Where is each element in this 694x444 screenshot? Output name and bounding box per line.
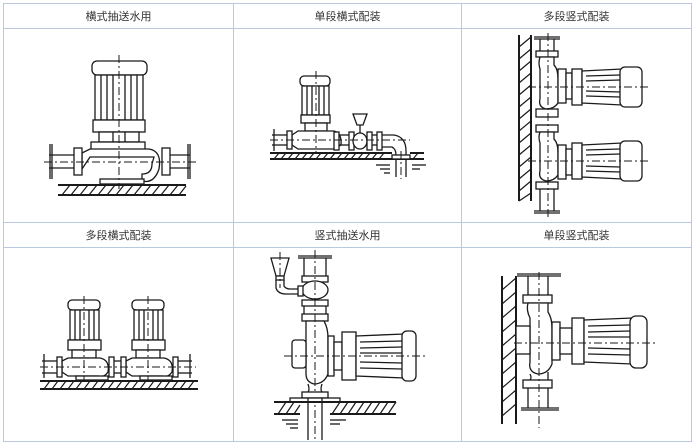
pump-casing [291, 320, 357, 385]
left-pump [56, 299, 115, 381]
pump-installation-table: 横式抽送水用 单段横式配装 多段竖式配装 [3, 3, 692, 442]
upper-pump [535, 50, 643, 118]
single-stage-horizontal-diagram [270, 71, 426, 179]
caption-row-2: 多段横式配装 竖式抽送水用 单段竖式配装 [3, 222, 692, 248]
diagram-row-1 [3, 28, 692, 223]
diagram-cell-single-stage-vertical [461, 247, 692, 442]
ground-base [270, 151, 426, 179]
motor [583, 315, 648, 369]
diagram-cell-vertical-water-transfer [233, 247, 462, 442]
caption-vertical-water-transfer: 竖式抽送水用 [233, 222, 462, 248]
pipe-ends [534, 36, 560, 214]
multi-stage-vertical-diagram [518, 33, 650, 219]
ground-base [40, 380, 198, 390]
caption-horizontal-water-transfer: 横式抽送水用 [3, 3, 234, 29]
diagram-row-2 [3, 247, 692, 442]
diagram-cell-single-stage-horizontal [233, 28, 462, 223]
caption-row-1: 横式抽送水用 单段横式配装 多段竖式配装 [3, 3, 692, 29]
diagram-cell-multi-stage-horizontal [3, 247, 234, 442]
motor [299, 75, 331, 132]
wall [518, 35, 532, 202]
ground-base [58, 184, 187, 196]
foot-valve-strainer [270, 252, 298, 295]
pipe-ends [517, 273, 561, 411]
diagram-cell-horizontal-water-transfer [3, 28, 234, 223]
wall [501, 276, 517, 424]
base-and-suction [274, 383, 397, 440]
caption-single-stage-horizontal: 单段横式配装 [233, 3, 462, 29]
pump-body [73, 141, 171, 185]
caption-multi-stage-vertical: 多段竖式配装 [461, 3, 692, 29]
pipes [42, 354, 192, 378]
pump-casing [515, 294, 585, 389]
single-stage-vertical-diagram [501, 272, 655, 428]
inline-pump-horizontal-diagram [44, 55, 196, 196]
lower-pump [535, 124, 643, 190]
right-pump [120, 299, 179, 381]
multi-stage-horizontal-diagram [40, 296, 198, 390]
vertical-water-transfer-diagram [270, 250, 426, 440]
caption-multi-stage-horizontal: 多段横式配装 [3, 222, 234, 248]
caption-single-stage-vertical: 单段竖式配装 [461, 222, 692, 248]
diagram-cell-multi-stage-vertical [461, 28, 692, 223]
